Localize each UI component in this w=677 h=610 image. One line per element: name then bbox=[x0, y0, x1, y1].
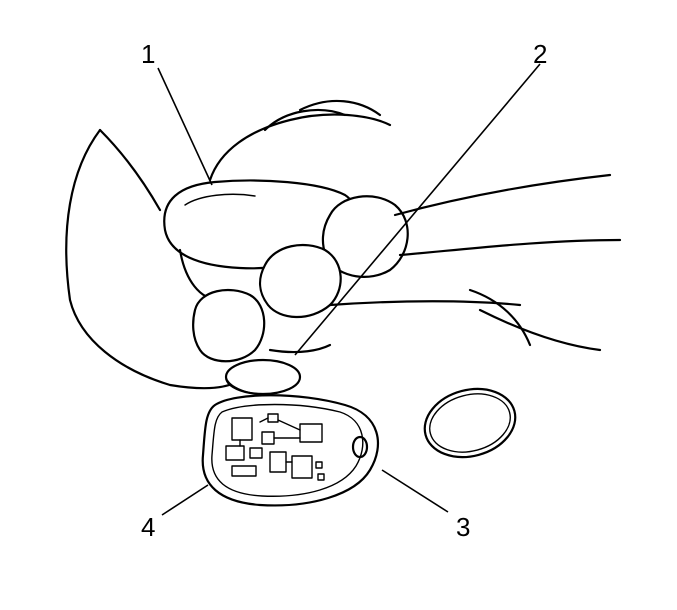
callout-1: 1 bbox=[141, 39, 155, 69]
coin-battery-held bbox=[224, 358, 302, 396]
callout-3: 3 bbox=[456, 512, 470, 542]
circuit-board bbox=[225, 413, 325, 481]
callout-4: 4 bbox=[141, 512, 155, 542]
hand-illustration bbox=[65, 99, 622, 390]
transmitter-housing bbox=[201, 394, 379, 507]
callout-2: 2 bbox=[533, 39, 547, 69]
leader-lines bbox=[157, 63, 541, 516]
battery-seal-ring bbox=[423, 387, 517, 459]
